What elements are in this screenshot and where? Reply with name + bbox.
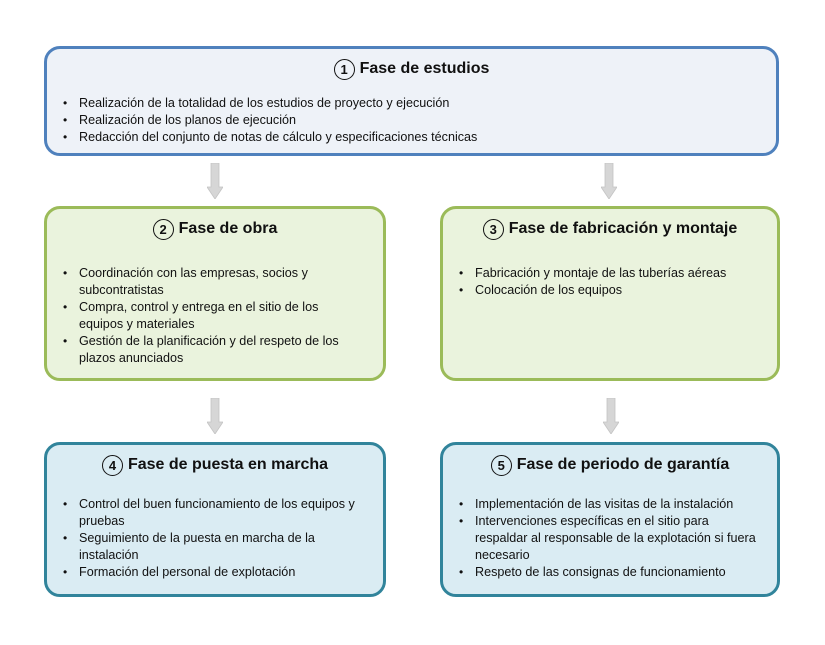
arrow-down-icon: [601, 163, 617, 199]
phase-5-item: Implementación de las visitas de la inst…: [457, 496, 762, 513]
phase-1-number: 1: [333, 59, 355, 80]
arrow-down-icon: [207, 398, 223, 434]
phase-4-item: Formación del personal de explotación: [61, 564, 366, 581]
phase-3-item: Fabricación y montaje de las tuberías aé…: [457, 265, 762, 282]
arrow-down-icon: [207, 163, 223, 199]
phase-2-list: Coordinación con las empresas, socios y …: [61, 265, 366, 367]
phase-4-title-text: Fase de puesta en marcha: [127, 456, 329, 473]
phase-1-item: Realización de la totalidad de los estud…: [61, 95, 761, 112]
phase-3-item: Colocación de los equipos: [457, 282, 762, 299]
phase-5-number: 5: [490, 455, 512, 476]
phase-3-title-text: Fase de fabricación y montaje: [508, 220, 738, 237]
phase-3-list: Fabricación y montaje de las tuberías aé…: [457, 265, 762, 299]
phase-1-title-text: Fase de estudios: [359, 60, 490, 77]
phase-1-list: Realización de la totalidad de los estud…: [61, 95, 761, 146]
phase-5-item: Intervenciones específicas en el sitio p…: [457, 513, 762, 564]
arrow-down-icon: [603, 398, 619, 434]
phase-2-item: Coordinación con las empresas, socios y …: [61, 265, 366, 299]
phase-5-item: Respeto de las consignas de funcionamien…: [457, 564, 762, 581]
phase-5-list: Implementación de las visitas de la inst…: [457, 496, 762, 581]
phase-2-item: Gestión de la planificación y del respet…: [61, 333, 366, 367]
phase-4-list: Control del buen funcionamiento de los e…: [61, 496, 366, 581]
phase-1-item: Realización de los planos de ejecución: [61, 112, 761, 129]
phase-2-item: Compra, control y entrega en el sitio de…: [61, 299, 366, 333]
phase-1-item: Redacción del conjunto de notas de cálcu…: [61, 129, 761, 146]
phase-3-number: 3: [482, 219, 504, 240]
phase-4-item: Seguimiento de la puesta en marcha de la…: [61, 530, 366, 564]
phase-5-title-text: Fase de periodo de garantía: [516, 456, 730, 473]
phase-2-number: 2: [152, 219, 174, 240]
phase-2-title-text: Fase de obra: [178, 220, 278, 237]
phase-4-item: Control del buen funcionamiento de los e…: [61, 496, 366, 530]
phase-4-number: 4: [101, 455, 123, 476]
